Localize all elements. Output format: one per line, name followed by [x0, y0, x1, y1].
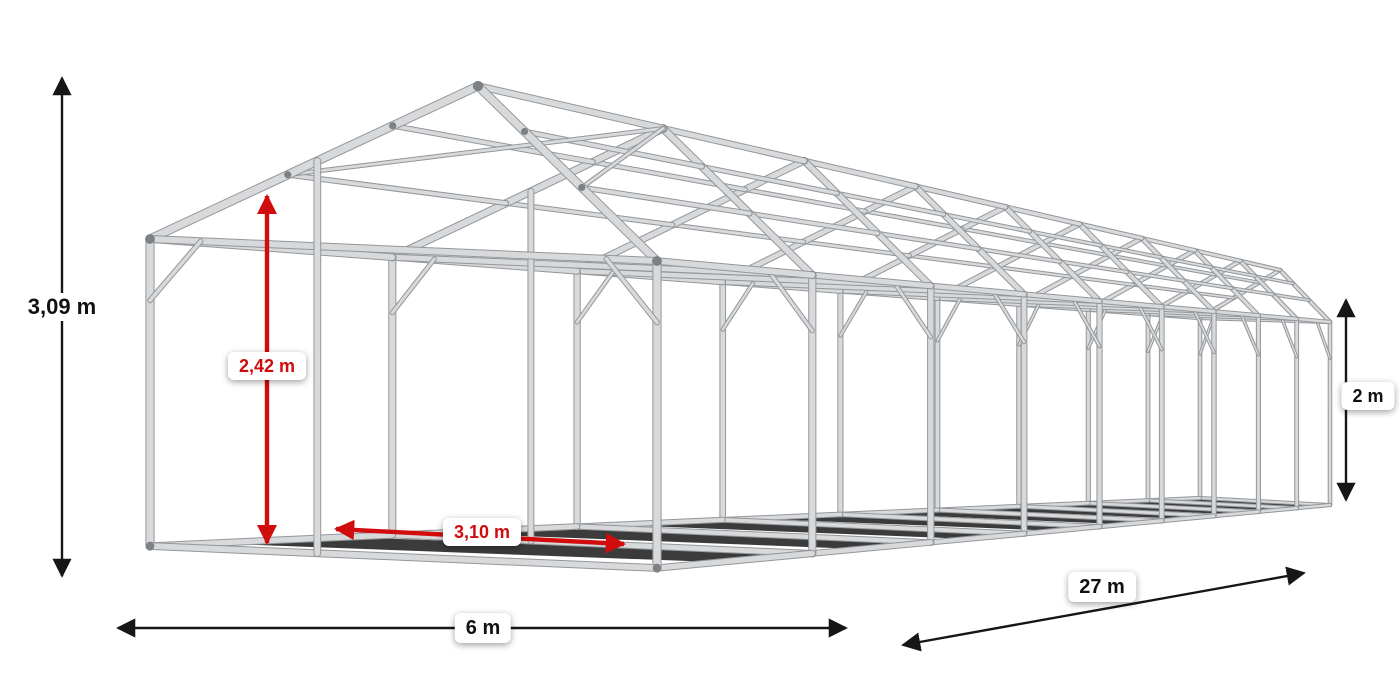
dim-side-height-label: 2 m [1341, 382, 1395, 410]
dim-width-label: 6 m [454, 613, 512, 643]
dim-entrance-width-label: 3,10 m [442, 518, 522, 546]
dim-length-label: 27 m [1068, 572, 1136, 602]
dim-total-height-label: 3,09 m [21, 293, 103, 321]
length-arrow [901, 566, 1306, 652]
tent-frame-wireframe [145, 80, 1333, 573]
dim-inner-height-label: 2,42 m [227, 352, 307, 380]
